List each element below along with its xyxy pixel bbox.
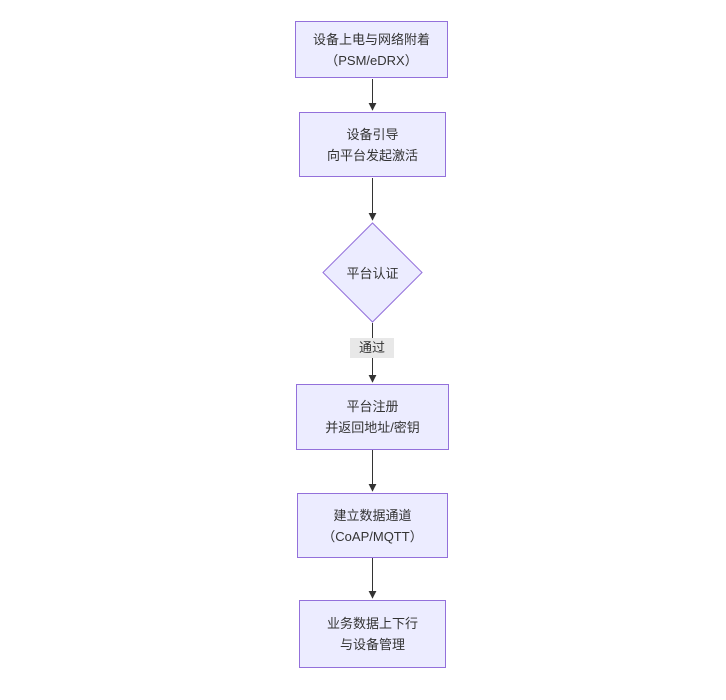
node-label-line: 设备引导 <box>346 126 399 142</box>
node-label-line: （PSM/eDRX） <box>325 52 418 68</box>
node-label-line: 平台认证 <box>346 266 399 281</box>
node-bootstrap: 设备引导 向平台发起激活 <box>299 112 446 177</box>
node-platform-auth: 平台认证 <box>322 222 423 323</box>
node-platform-register: 平台注册 并返回地址/密钥 <box>296 384 449 450</box>
node-power-attach: 设备上电与网络附着 （PSM/eDRX） <box>295 21 448 78</box>
node-label-line: 向平台发起激活 <box>326 147 418 163</box>
node-label-line: 与设备管理 <box>339 637 405 652</box>
node-label-line: 设备上电与网络附着 <box>312 31 430 47</box>
node-business-data: 业务数据上下行 与设备管理 <box>299 600 446 668</box>
edge-label-pass: 通过 <box>349 338 395 358</box>
node-label-line: （CoAP/MQTT） <box>322 528 423 544</box>
node-label-line: 并返回地址/密钥 <box>325 420 420 435</box>
node-label-line: 建立数据通道 <box>333 507 412 523</box>
node-label-line: 业务数据上下行 <box>326 616 418 631</box>
node-label-line: 平台注册 <box>346 399 399 414</box>
node-data-channel: 建立数据通道 （CoAP/MQTT） <box>297 493 448 558</box>
